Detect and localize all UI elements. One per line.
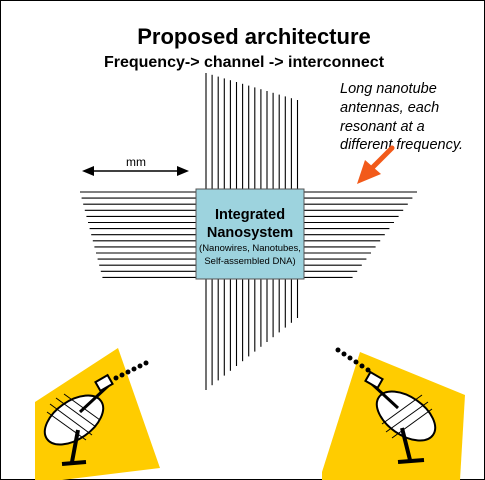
slide-title: Proposed architecture	[137, 24, 371, 49]
right-antenna-array	[304, 191, 417, 278]
top-antenna-array	[205, 73, 299, 189]
left-signal-dots	[113, 360, 149, 381]
left-satellite-dish	[35, 348, 160, 480]
right-satellite-dish	[322, 347, 465, 480]
satellite-dish-icon	[364, 370, 437, 464]
left-antenna-array	[80, 191, 196, 278]
integrated-nanosystem-chip: Integrated Nanosystem (Nanowires, Nanotu…	[195, 188, 305, 280]
chip-box	[195, 188, 305, 280]
annotation-line-2: antennas, each	[340, 100, 439, 116]
annotation-arrow	[357, 145, 395, 184]
chip-title-line-2: Nanosystem	[207, 225, 293, 241]
slide-subtitle: Frequency-> channel -> interconnect	[104, 54, 385, 71]
scale-indicator: mm	[82, 155, 189, 176]
scale-label: mm	[126, 155, 146, 169]
annotation-line-1: Long nanotube	[340, 81, 437, 97]
right-signal-dots	[335, 347, 371, 373]
satellite-dish-icon	[43, 373, 114, 466]
annotation-line-3: resonant at a	[340, 119, 425, 135]
annotation-line-4: different frequency.	[340, 137, 463, 153]
bottom-antenna-array	[205, 279, 299, 390]
chip-subtitle-line-1: (Nanowires, Nanotubes,	[199, 243, 301, 254]
chip-subtitle-line-2: Self-assembled DNA)	[204, 256, 295, 267]
antenna-annotation: Long nanotube antennas, each resonant at…	[340, 81, 463, 153]
chip-title-line-1: Integrated	[215, 207, 285, 223]
